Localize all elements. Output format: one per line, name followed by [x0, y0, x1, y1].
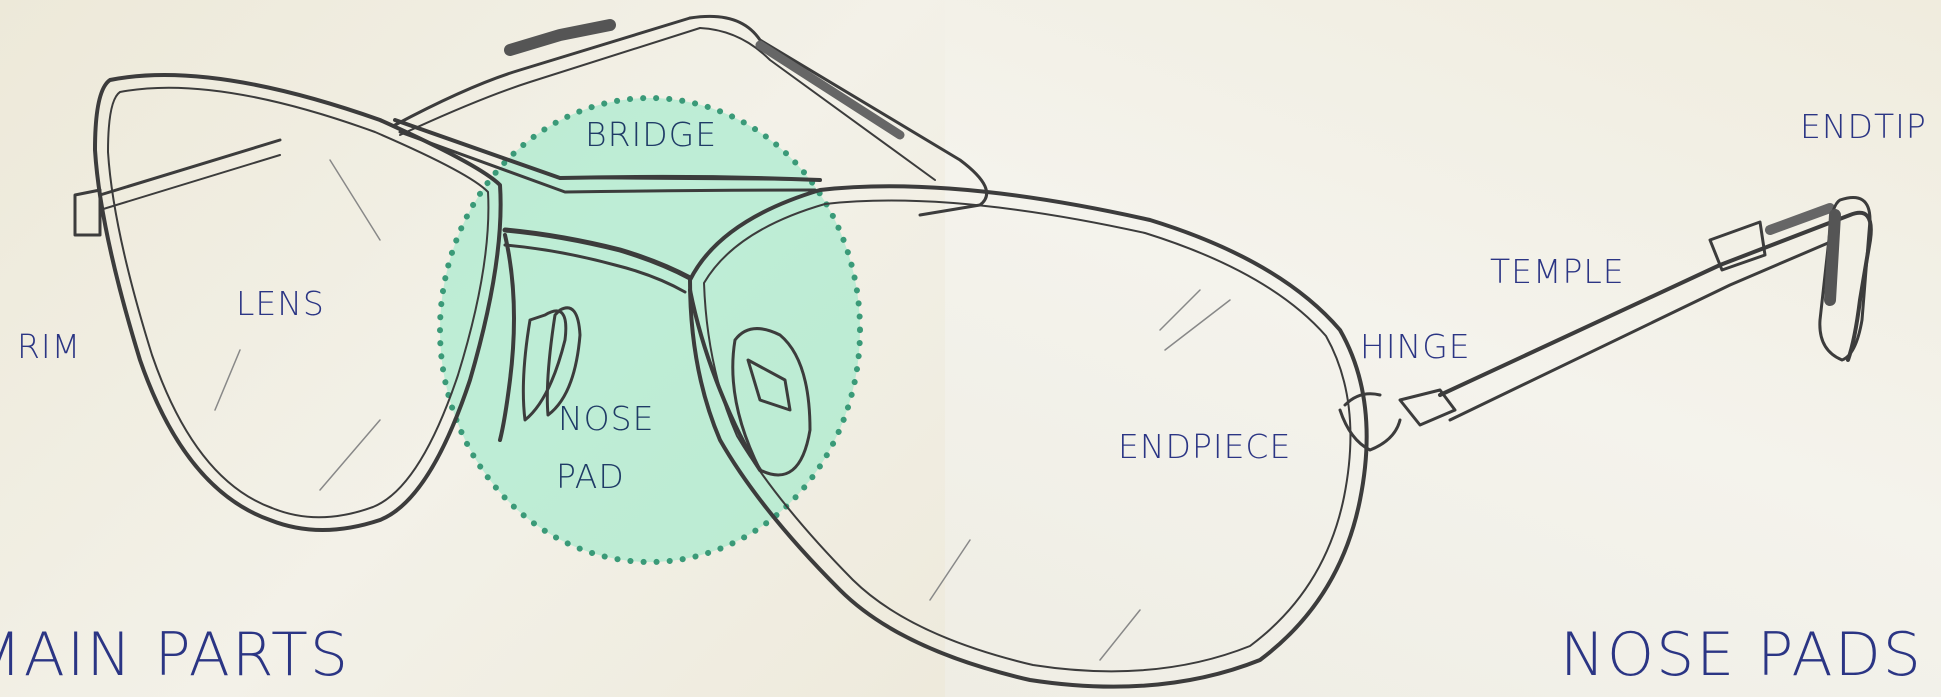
endpiece-label: ENDPIECE [1118, 430, 1291, 463]
endtip-label: ENDTIP [1800, 110, 1927, 143]
bridge-label: BRIDGE [585, 118, 717, 151]
rim-label: RIM [17, 330, 81, 363]
nose-pad-label-line1: NOSE [558, 402, 654, 435]
right-temple-arm [1440, 213, 1871, 395]
nose-pad-highlight [440, 98, 860, 562]
main-parts-heading: MAIN PARTS [0, 625, 350, 685]
temple-label: TEMPLE [1490, 255, 1625, 288]
nose-pad-label-line2: PAD [556, 460, 625, 493]
nose-pads-heading: NOSE PADS [1560, 625, 1923, 685]
lens-label: LENS [236, 287, 325, 320]
hinge-label: HINGE [1360, 330, 1471, 363]
